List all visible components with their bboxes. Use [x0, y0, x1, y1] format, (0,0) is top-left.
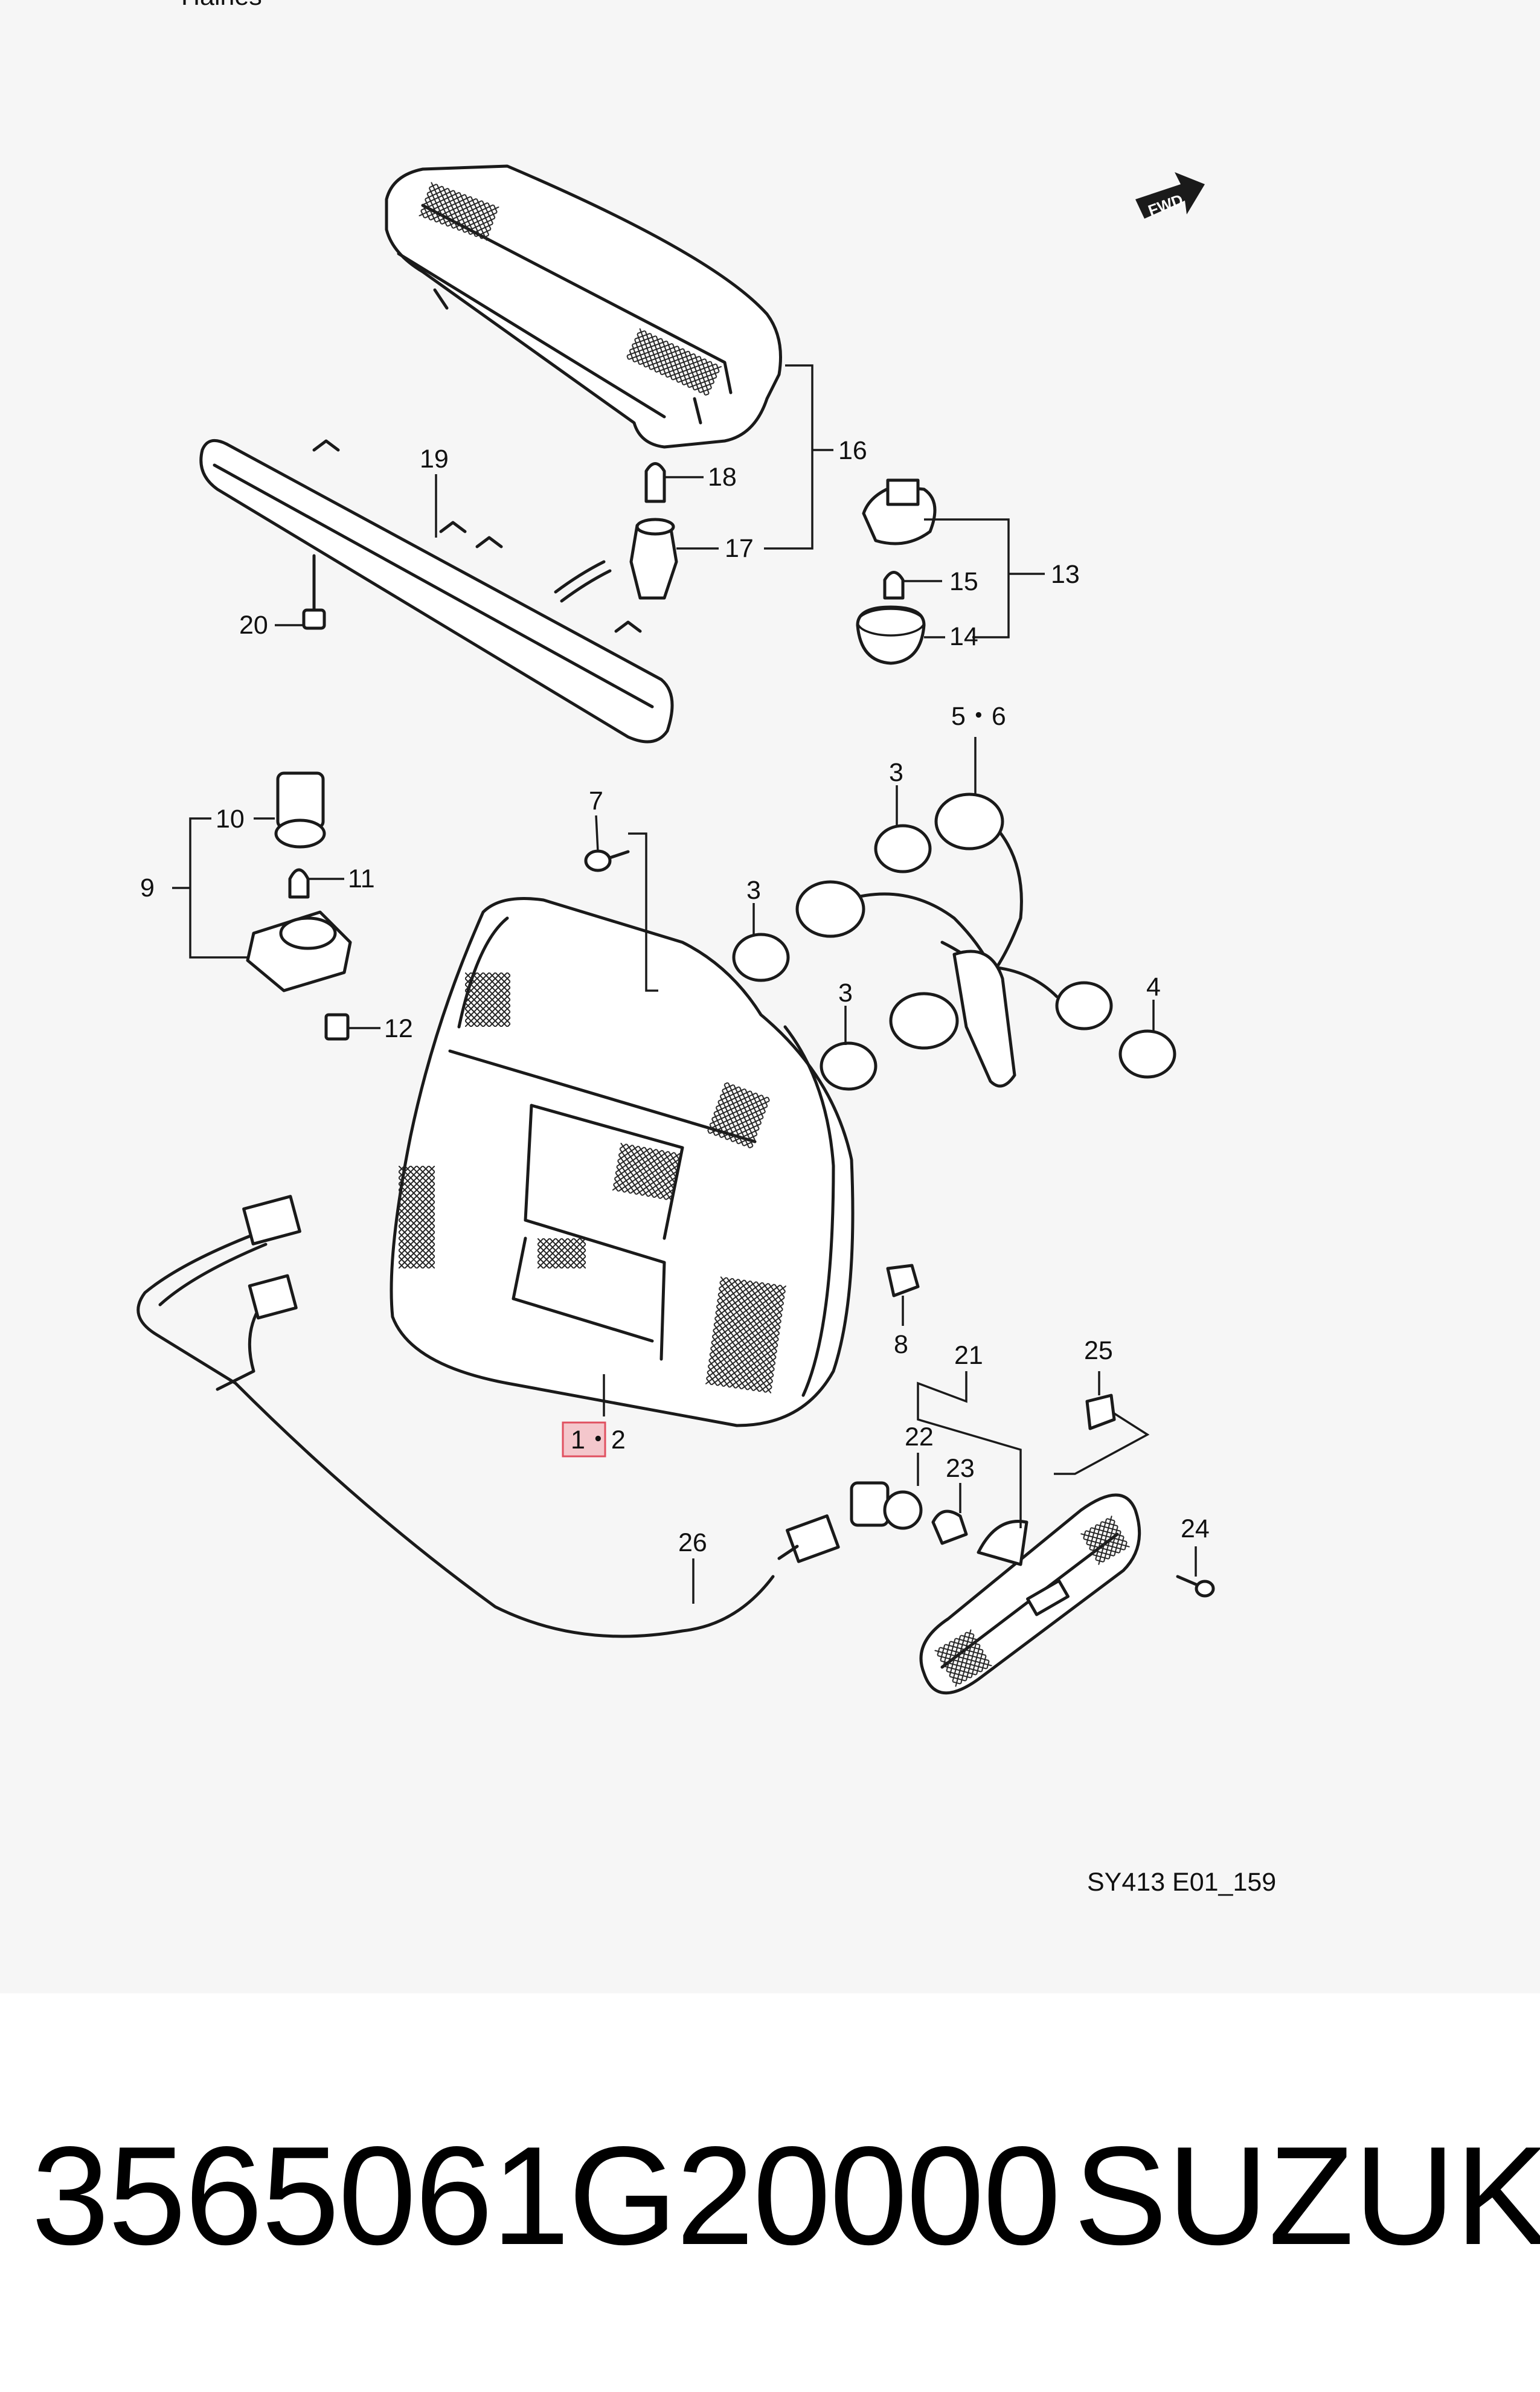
- header-partial-text: Hairies: [181, 0, 262, 11]
- callout-16: 16: [838, 436, 867, 465]
- wedge-bulb: [644, 462, 666, 503]
- callout-labels: 1・2 3 3 3 4 5・6 7 8 9 10 11 12 13 14 15 …: [140, 436, 1210, 1557]
- callout-7: 7: [589, 786, 603, 815]
- callout-19: 19: [420, 445, 449, 474]
- callout-22: 22: [905, 1423, 934, 1452]
- side-marker-lamp: [919, 1493, 1141, 1695]
- rear-combination-lamp: [390, 897, 855, 1427]
- brand-name-text: SUZUKI: [1074, 2118, 1540, 2274]
- callout-3a: 3: [889, 758, 903, 787]
- lamp-bar: [199, 439, 674, 744]
- callout-15: 15: [949, 567, 978, 596]
- high-mount-lamp-housing: [385, 164, 782, 449]
- callout-9: 9: [140, 873, 155, 902]
- bulb-15: [883, 571, 905, 600]
- socket-13: [862, 478, 937, 545]
- callout-3b: 3: [746, 876, 761, 905]
- callout-13: 13: [1051, 560, 1080, 589]
- screw-7: [584, 849, 630, 872]
- callout-5-6: 5・6: [951, 702, 1006, 731]
- screw-24: [1176, 1575, 1215, 1598]
- callout-24: 24: [1181, 1514, 1210, 1543]
- bulb-23: [931, 1509, 968, 1545]
- wiring-harness-26: [136, 1195, 840, 1638]
- clip-8: [886, 1264, 920, 1297]
- exploded-view-drawing: Hairies FWD: [136, 0, 1276, 1897]
- socket-base-9: [246, 910, 352, 992]
- parts-diagram: Hairies FWD: [136, 0, 1277, 1897]
- callout-23: 23: [946, 1454, 975, 1483]
- callout-26: 26: [678, 1528, 707, 1557]
- callout-3c: 3: [838, 979, 853, 1008]
- bulb-11: [288, 868, 310, 899]
- socket-10: [274, 771, 326, 849]
- nut-12: [324, 1013, 350, 1041]
- callout-11: 11: [348, 864, 375, 893]
- leader-lines: [172, 364, 1197, 1604]
- callout-18: 18: [708, 463, 737, 492]
- callout-10: 10: [216, 805, 245, 834]
- fwd-arrow-icon: FWD: [1135, 172, 1205, 220]
- callout-12: 12: [384, 1014, 413, 1043]
- rear-lamp-harness: [732, 793, 1176, 1091]
- callout-25: 25: [1084, 1336, 1113, 1365]
- lens-cap-14: [856, 605, 926, 665]
- callout-4: 4: [1146, 973, 1161, 1001]
- clip-25: [1085, 1394, 1116, 1430]
- callout-highlight-box: [562, 1421, 606, 1458]
- part-number-text: 3565061G20000: [31, 2118, 1061, 2274]
- callout-1-2: 1・2: [571, 1426, 626, 1455]
- socket-22: [850, 1481, 923, 1530]
- bulb-socket: [629, 518, 678, 600]
- product-footer: [0, 1993, 1540, 2392]
- callout-21: 21: [954, 1341, 983, 1370]
- callout-17: 17: [725, 534, 754, 563]
- mounting-bolt: [302, 554, 326, 630]
- callout-14: 14: [949, 622, 978, 651]
- callout-8: 8: [894, 1330, 908, 1359]
- callout-20: 20: [239, 611, 268, 640]
- diagram-reference-code: SY413 E01_159: [1087, 1868, 1276, 1897]
